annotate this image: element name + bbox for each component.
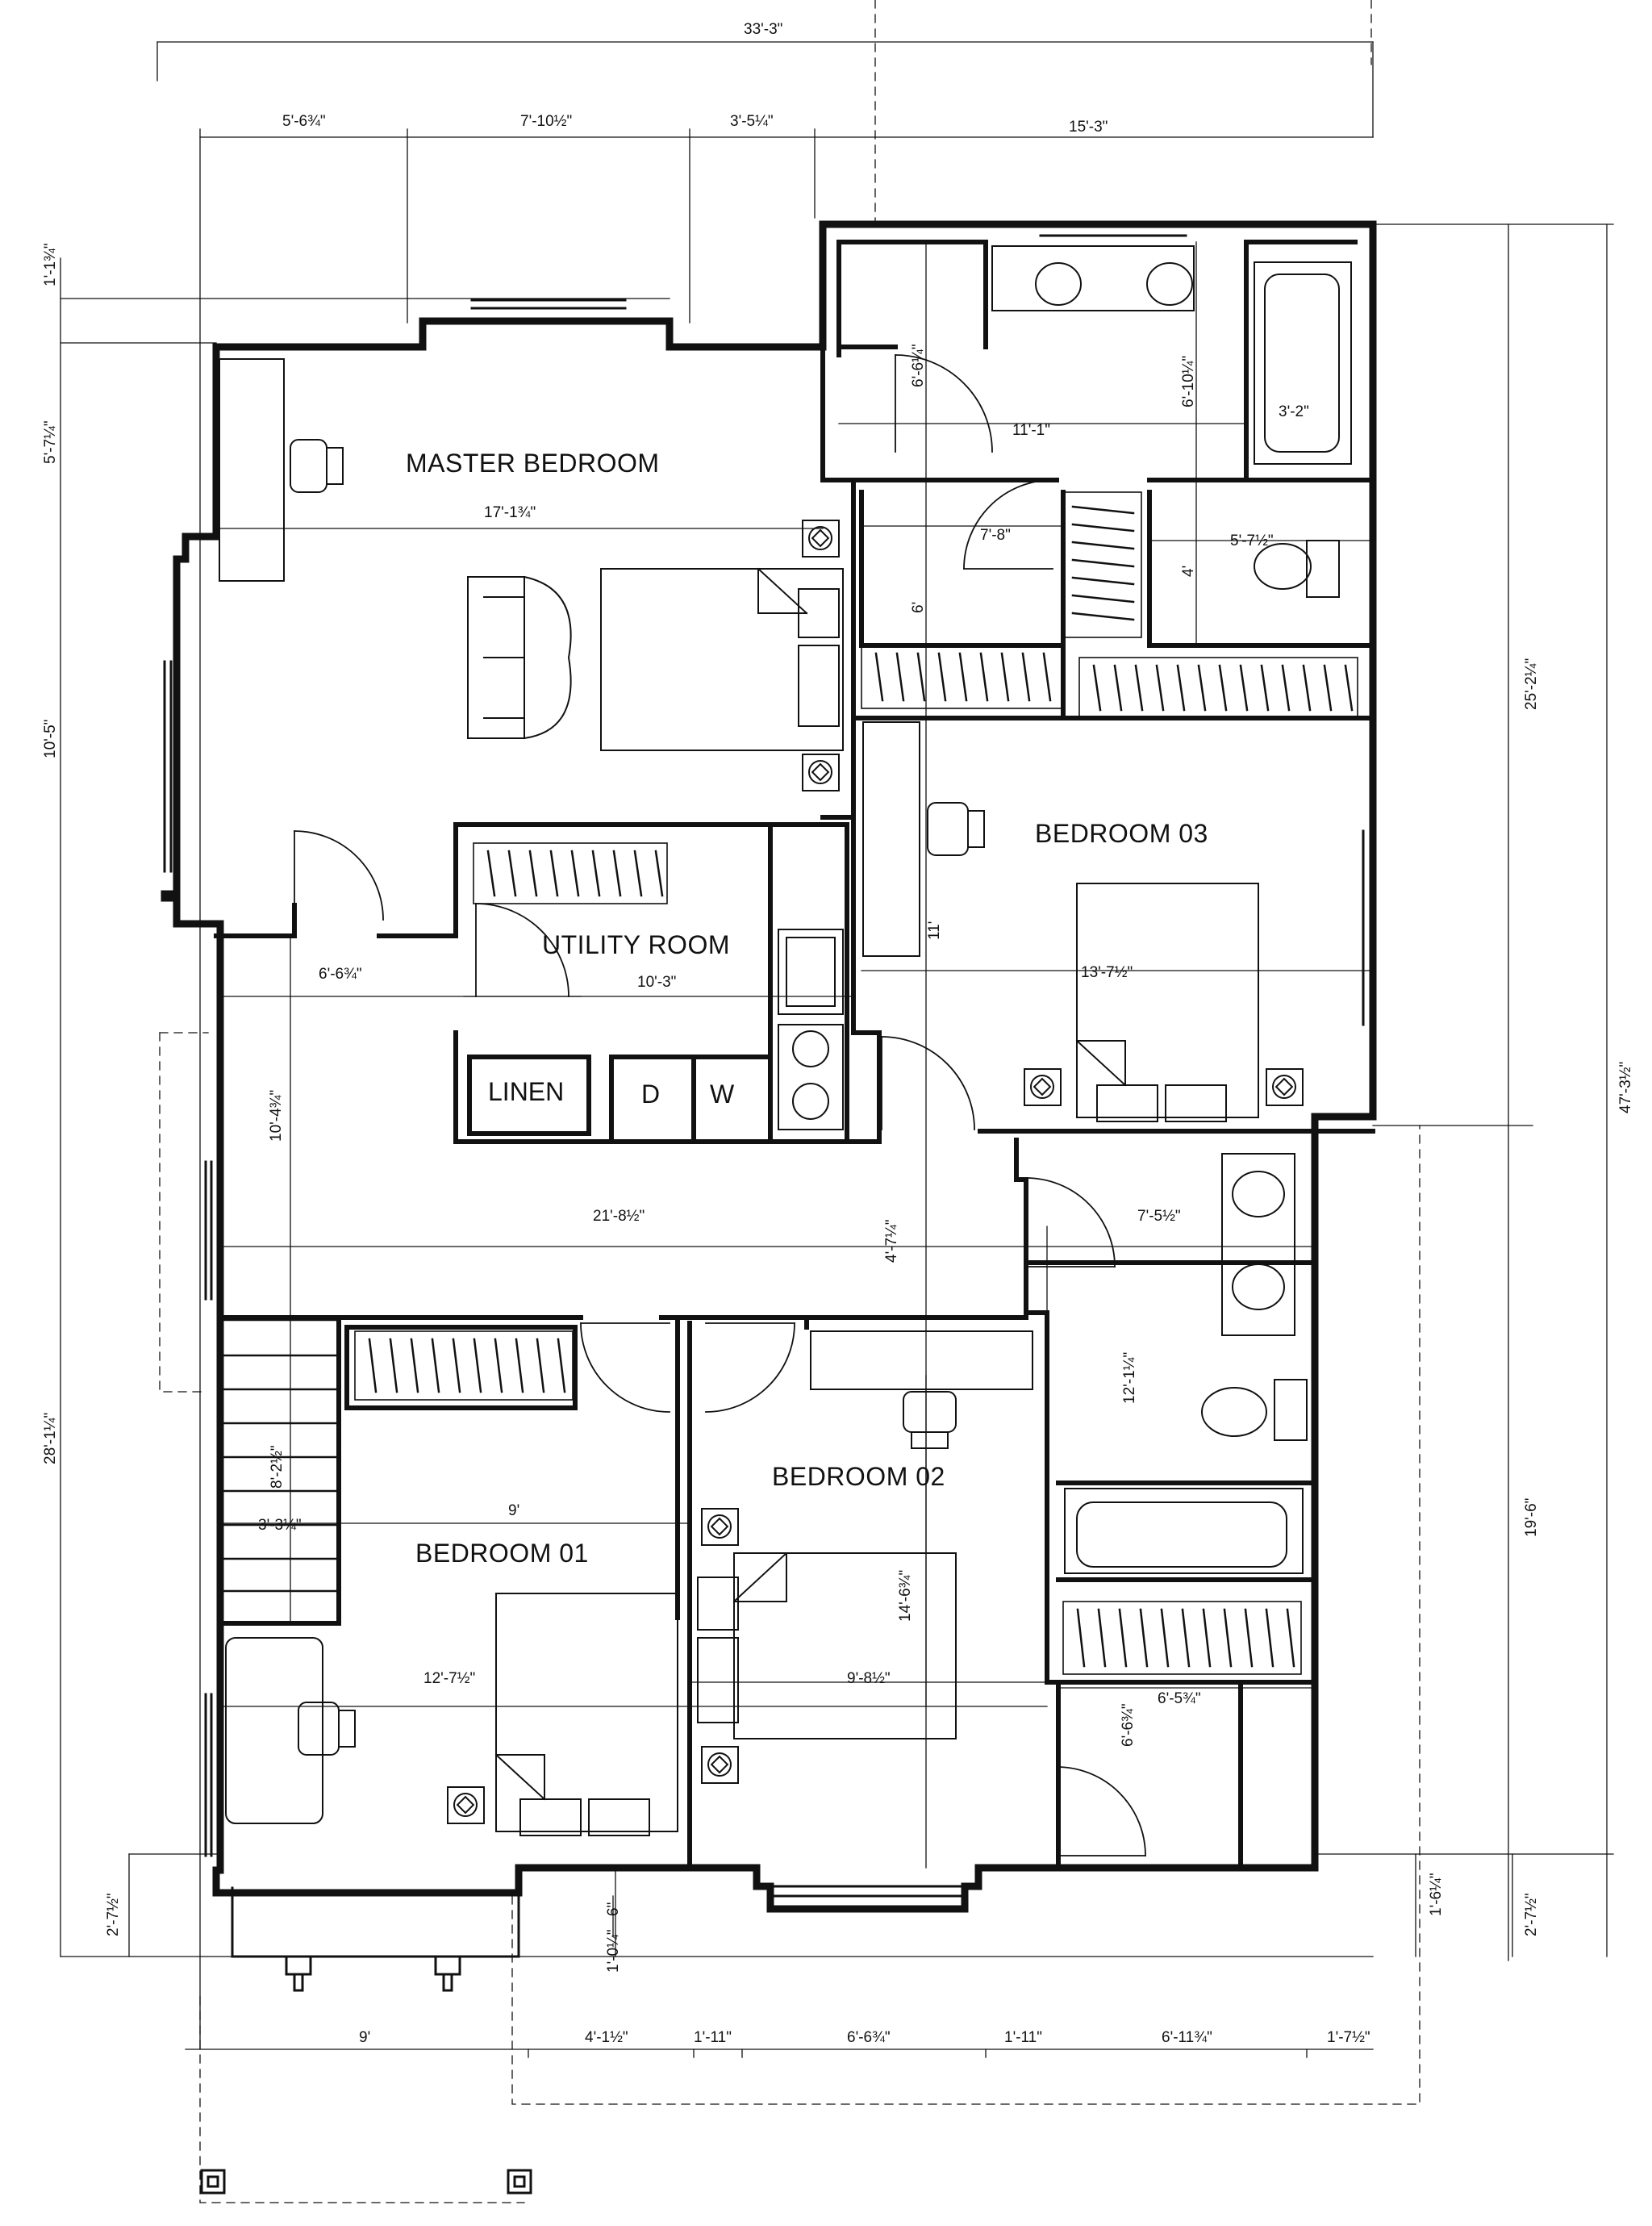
dim-corridor-height: 4'-7¼"	[883, 1219, 900, 1263]
dim-bed02-height: 14'-6¾"	[897, 1569, 914, 1622]
dim-bottom-b: 4'-1½"	[585, 2029, 628, 2046]
dim-bottom-a: 9'	[359, 2029, 371, 2046]
dim-bed01-width: 12'-7½"	[423, 1670, 476, 1687]
dim-wic-width: 7'-8"	[980, 527, 1011, 544]
dim-bottom-g: 1'-7½"	[1327, 2029, 1370, 2046]
dim-right-d: 1'-6¼"	[1428, 1873, 1445, 1916]
dim-bath2-height: 12'-1¼"	[1121, 1351, 1138, 1404]
dim-bottom-f: 6'-11¾"	[1162, 2029, 1212, 2046]
dim-corridor-width: 21'-8½"	[593, 1208, 645, 1225]
dim-left-d: 28'-1¼"	[42, 1412, 59, 1464]
dim-vanity-height: 6'-6¼"	[910, 344, 927, 387]
dim-bed02-width: 9'-8½"	[847, 1670, 891, 1687]
dryer-label: D	[641, 1080, 661, 1109]
dim-bath-height: 6'-10¼"	[1180, 355, 1197, 407]
dim-utility-width: 10'-3"	[637, 974, 677, 991]
dim-bath2-width: 7'-5½"	[1137, 1208, 1181, 1225]
dim-bay-a: 6"	[605, 1902, 622, 1916]
dim-top-c: 3'-5¼"	[730, 113, 774, 130]
dim-right-b: 47'-3½"	[1617, 1061, 1634, 1113]
dim-left-c: 10'-5"	[42, 719, 59, 758]
dim-top-a: 5'-6¾"	[282, 113, 326, 130]
dim-bottom-c: 1'-11"	[694, 2029, 732, 2046]
linen-closet-label: LINEN	[488, 1077, 565, 1106]
furniture	[219, 245, 1352, 1836]
dim-right-c: 19'-6"	[1523, 1497, 1540, 1537]
room-label-bedroom-01: BEDROOM 01	[415, 1539, 589, 1568]
dim-top-overall: 33'-3"	[744, 21, 783, 38]
stairs	[220, 1318, 340, 1625]
room-label-bedroom-02: BEDROOM 02	[772, 1462, 945, 1491]
lights	[453, 526, 1296, 1817]
exterior-walls	[161, 220, 1377, 1913]
dim-top-b: 7'-10½"	[520, 113, 573, 130]
dim-closet-a: 6'-6¾"	[1120, 1703, 1137, 1747]
dim-bed03-width: 13'-7½"	[1081, 964, 1133, 981]
room-label-utility-room: UTILITY ROOM	[542, 930, 730, 959]
closet-shelving	[354, 491, 1358, 1675]
dim-stair-b: 3'-3¼"	[258, 1517, 302, 1534]
dim-bed03-height: 11'	[926, 921, 943, 940]
dim-wic-height: 6'	[910, 601, 927, 613]
room-label-bedroom-03: BEDROOM 03	[1035, 819, 1208, 848]
interior-walls	[214, 240, 1375, 1870]
windows	[163, 224, 1373, 2195]
doors	[294, 354, 1146, 1856]
dim-hall-a: 6'-6¾"	[319, 966, 362, 983]
dim-right-a: 25'-2¼"	[1523, 658, 1540, 710]
washer-label: W	[710, 1080, 735, 1109]
dim-tub-width: 3'-2"	[1279, 403, 1309, 420]
dim-hall-height: 10'-4¾"	[268, 1089, 285, 1142]
dim-left-a: 1'-1¾"	[42, 243, 59, 286]
room-label-master-bedroom: MASTER BEDROOM	[406, 449, 660, 478]
dim-left-e: 2'-7½"	[105, 1893, 122, 1936]
dim-wc-width: 5'-7½"	[1230, 532, 1274, 549]
dim-bay-b: 1'-0¼"	[605, 1929, 622, 1973]
dim-left-b: 5'-7¼"	[42, 420, 59, 464]
dim-master-width: 17'-1¾"	[484, 504, 536, 521]
closet-hangers	[368, 505, 1354, 1668]
dim-bottom-e: 1'-11"	[1004, 2029, 1042, 2046]
dim-four: 4'	[1180, 565, 1197, 577]
dim-right-e: 2'-7½"	[1523, 1893, 1540, 1936]
dashed-outlines	[159, 0, 1420, 2203]
dim-bottom-d: 6'-6¾"	[847, 2029, 891, 2046]
dim-stair-a: 8'-2½"	[269, 1445, 286, 1489]
dim-bath-width: 11'-1"	[1012, 422, 1050, 439]
dim-closet-b: 6'-5¾"	[1158, 1690, 1201, 1707]
dim-top-d: 15'-3"	[1069, 119, 1108, 136]
dim-bed01-depth: 9'	[508, 1502, 520, 1519]
